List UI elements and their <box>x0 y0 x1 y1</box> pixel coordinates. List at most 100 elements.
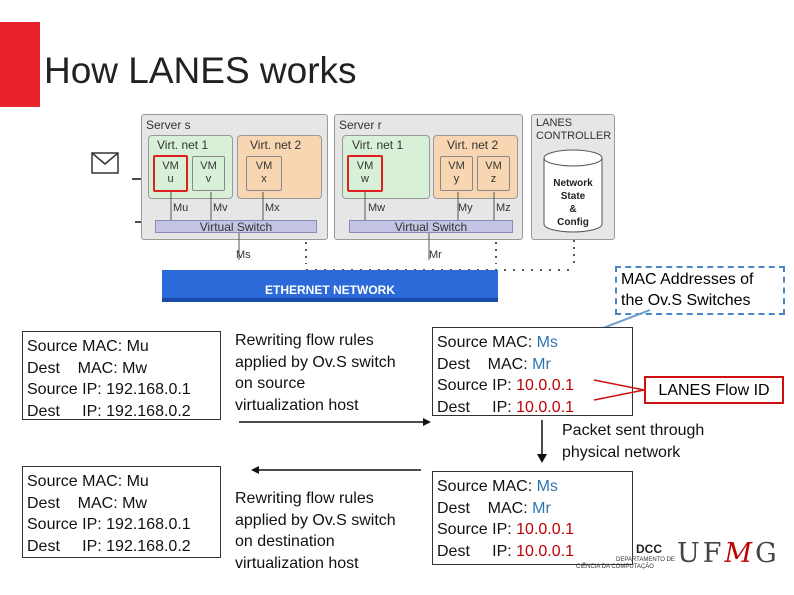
server-s-label: Server s <box>146 118 191 132</box>
vm-u: VM u <box>153 155 188 192</box>
packet-original-top: Source MAC: Mu Dest MAC: Mw Source IP: 1… <box>22 331 221 420</box>
lanes-flow-id-box: LANES Flow ID <box>644 376 784 404</box>
label: Dest MAC: <box>27 494 118 512</box>
packet-line: Source IP: 192.168.0.1 <box>27 514 220 536</box>
value: Ms <box>536 478 558 495</box>
ufmg-logo: UFMG <box>677 538 780 569</box>
value: Mr <box>532 499 551 517</box>
value: 10.0.0.1 <box>516 521 574 538</box>
vm-v-label: VM <box>200 160 217 172</box>
note-line: applied by Ov.S switch <box>235 353 396 371</box>
ufmg-letter: F <box>702 538 725 569</box>
packet-line: Dest MAC: Mr <box>437 354 632 376</box>
port-mw: Mw <box>368 202 386 214</box>
mac-callout-line2: the Ov.S Switches <box>621 292 751 309</box>
packet-line: Source IP: 10.0.0.1 <box>437 375 632 397</box>
label: Source IP: <box>437 521 512 538</box>
ufmg-letter: M <box>724 538 756 569</box>
label: Source MAC: <box>437 334 533 351</box>
note-line: virtualization host <box>235 396 359 414</box>
vm-v-sub: v <box>205 173 212 185</box>
port-mz: Mz <box>496 202 511 214</box>
label: Source MAC: <box>437 478 533 495</box>
mac-addresses-callout: MAC Addresses of the Ov.S Switches <box>615 266 785 315</box>
label: Source IP: <box>27 516 102 533</box>
value: Mw <box>122 359 148 377</box>
ethernet-network: ETHERNET NETWORK <box>162 270 498 302</box>
arrow-left <box>251 466 421 474</box>
vm-w-sub: w <box>361 173 369 185</box>
dcc-dept-line2: CIÊNCIA DA COMPUTAÇÃO <box>576 564 654 570</box>
vm-x: VM x <box>246 156 282 191</box>
packet-line: Source MAC: Mu <box>27 336 220 358</box>
packet-line: Dest IP: 10.0.0.1 <box>437 397 632 419</box>
label: Source IP: <box>27 381 102 398</box>
packet-line: Dest MAC: Mr <box>437 498 632 520</box>
packet-line: Dest MAC: Mw <box>27 493 220 515</box>
note-line: Rewriting flow rules <box>235 490 374 507</box>
note-line: applied by Ov.S switch <box>235 511 396 529</box>
note-line: on destination <box>235 533 335 550</box>
value: 192.168.0.2 <box>106 537 191 555</box>
vm-z: VM z <box>477 156 510 191</box>
vm-z-label: VM <box>485 160 502 172</box>
uplink-ms: Ms <box>236 249 251 261</box>
packet-line: Source IP: 192.168.0.1 <box>27 379 220 401</box>
label: Dest MAC: <box>27 359 118 377</box>
vm-w-label: VM <box>356 160 374 172</box>
ufmg-letter: U <box>677 538 703 569</box>
value: 192.168.0.1 <box>106 516 191 533</box>
label: Source IP: <box>437 377 512 394</box>
packet-line: Source MAC: Ms <box>437 332 632 354</box>
port-mx: Mx <box>265 202 280 214</box>
port-mu: Mu <box>173 202 189 214</box>
arrow-down <box>537 420 547 463</box>
server-r-virtual-switch: Virtual Switch <box>349 220 513 233</box>
value: Mu <box>126 338 149 355</box>
db-line-3: & <box>569 204 577 215</box>
note-line: virtualization host <box>235 554 359 572</box>
note-line: Rewriting flow rules <box>235 332 374 349</box>
server-r-vnet1-label: Virt. net 1 <box>352 138 404 152</box>
vm-x-sub: x <box>261 173 267 185</box>
server-s-vnet2-label: Virt. net 2 <box>250 138 302 152</box>
value: 10.0.0.1 <box>516 398 574 416</box>
label: Dest IP: <box>437 398 512 416</box>
dcc-logo: DCC DEPARTAMENTO DE CIÊNCIA DA COMPUTAÇÃ… <box>576 543 675 571</box>
label: Dest IP: <box>27 537 102 555</box>
value: 10.0.0.1 <box>516 377 574 394</box>
value: 192.168.0.1 <box>106 381 191 398</box>
value: Mw <box>122 494 148 512</box>
dcc-logo-text: DCC <box>636 542 662 556</box>
uplink-mr: Mr <box>429 249 442 261</box>
port-mv: Mv <box>213 202 228 214</box>
value: 192.168.0.2 <box>106 402 191 420</box>
label: Source MAC: <box>27 338 123 355</box>
database-label: Network State & Config <box>543 177 603 229</box>
value: Mu <box>126 473 149 490</box>
controller-label-line1: LANES <box>536 117 573 129</box>
packet-line: Dest IP: 192.168.0.2 <box>27 401 220 423</box>
packet-line: Source MAC: Mu <box>27 471 220 493</box>
label: Dest IP: <box>27 402 102 420</box>
vm-u-sub: u <box>167 173 174 185</box>
value: Mr <box>532 355 551 373</box>
slide-title: How LANES works <box>44 50 357 91</box>
title-accent-bar <box>0 22 40 107</box>
vm-u-label: VM <box>162 160 179 172</box>
vm-x-label: VM <box>255 160 273 172</box>
server-s-vnet1-label: Virt. net 1 <box>157 138 209 152</box>
flow-id-bracket <box>593 379 645 401</box>
note-line: on source <box>235 375 306 392</box>
value: 10.0.0.1 <box>516 542 574 560</box>
label: Dest MAC: <box>437 499 528 517</box>
packet-line: Dest IP: 192.168.0.2 <box>27 536 220 558</box>
note-line: Packet sent through <box>562 422 705 439</box>
vm-y-sub: y <box>453 173 460 185</box>
value: Ms <box>536 334 558 351</box>
db-line-4: Config <box>557 217 589 228</box>
vm-z-sub: z <box>490 173 497 185</box>
database-icon <box>543 149 603 233</box>
vm-v: VM v <box>192 156 225 191</box>
server-s-links <box>170 192 264 260</box>
